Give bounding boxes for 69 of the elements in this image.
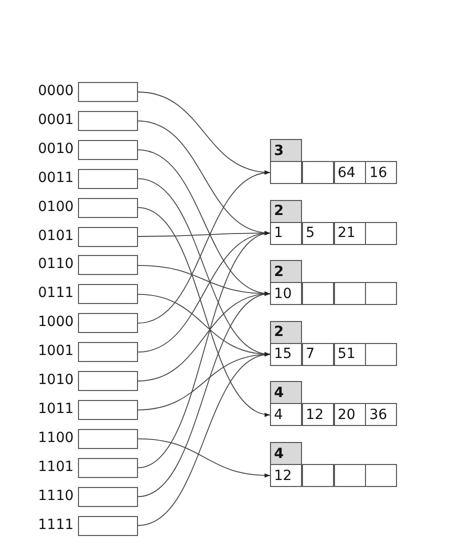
bucket-slot: 4 — [270, 403, 302, 426]
pointer-arrow — [138, 171, 270, 324]
directory-slot — [78, 82, 138, 102]
bit-pattern-label: 1010 — [38, 372, 74, 388]
bucket-slot — [365, 342, 398, 366]
bucket-slot: 1 — [270, 222, 302, 245]
bit-pattern-label: 1000 — [38, 314, 74, 330]
bucket-slot: 16 — [365, 161, 398, 184]
directory-slot — [78, 428, 138, 449]
directory-slot — [78, 342, 138, 362]
bit-pattern-label: 0001 — [38, 112, 74, 128]
bucket-slot — [365, 222, 398, 245]
bit-pattern-label: 0110 — [38, 256, 74, 272]
bucket-slot: 10 — [270, 282, 302, 306]
bit-pattern-label: 1001 — [38, 343, 74, 360]
bucket-slot — [334, 282, 366, 306]
directory-slot — [78, 284, 138, 304]
directory-slot — [78, 140, 138, 160]
directory-slot — [78, 458, 138, 478]
bucket-slot — [365, 282, 398, 306]
bucket-slot: 15 — [270, 342, 302, 366]
bit-pattern-label: 1101 — [38, 458, 74, 475]
bit-pattern-label: 0000 — [38, 83, 74, 99]
bucket-slot: 7 — [302, 342, 334, 366]
bucket-slot — [270, 161, 302, 184]
local-depth-cell: 3 — [270, 139, 302, 162]
directory-slot — [78, 486, 138, 507]
pointer-arrow — [138, 353, 270, 526]
bit-pattern-label: 0011 — [38, 170, 74, 186]
directory-slot — [78, 226, 138, 246]
directory-slot — [78, 371, 138, 391]
local-depth-cell: 2 — [270, 200, 302, 223]
directory-slot — [78, 313, 138, 334]
local-depth-cell: 2 — [270, 320, 302, 344]
bit-pattern-label: 1110 — [38, 488, 74, 504]
directory-slot — [78, 400, 138, 420]
bucket-slot: 12 — [302, 403, 334, 426]
bit-pattern-label: 0101 — [38, 228, 74, 244]
pointer-arrow — [138, 264, 270, 296]
pointer-arrow — [138, 207, 270, 416]
bucket-slot — [302, 464, 334, 487]
local-depth-cell: 4 — [270, 381, 302, 404]
directory-slot — [78, 198, 138, 218]
local-depth-cell: 4 — [270, 442, 302, 465]
bucket-slot: 21 — [334, 222, 366, 245]
bit-pattern-label: 1100 — [38, 430, 74, 446]
pointer-arrow — [138, 232, 270, 468]
directory-slot — [78, 255, 138, 276]
bucket-slot — [334, 464, 366, 487]
bit-pattern-label: 0111 — [38, 285, 74, 302]
bucket-slot — [365, 464, 398, 487]
bucket-slot: 12 — [270, 464, 302, 487]
bucket-slot — [302, 282, 334, 306]
directory-slot — [78, 516, 138, 536]
bit-pattern-label: 0100 — [38, 198, 74, 215]
pointer-arrow — [138, 438, 270, 478]
bit-pattern-label: 1111 — [38, 516, 74, 532]
directory-slot — [78, 110, 138, 131]
bucket-slot: 64 — [334, 161, 366, 184]
directory-slot — [78, 168, 138, 189]
local-depth-cell: 2 — [270, 260, 302, 284]
bucket-slot — [302, 161, 334, 184]
bit-pattern-label: 0010 — [38, 140, 74, 157]
bucket-slot: 51 — [334, 342, 366, 366]
pointer-arrow — [138, 292, 270, 498]
bit-pattern-label: 1011 — [38, 400, 74, 417]
bucket-slot: 20 — [334, 403, 366, 426]
bucket-slot: 36 — [365, 403, 398, 426]
bucket-slot: 5 — [302, 222, 334, 245]
